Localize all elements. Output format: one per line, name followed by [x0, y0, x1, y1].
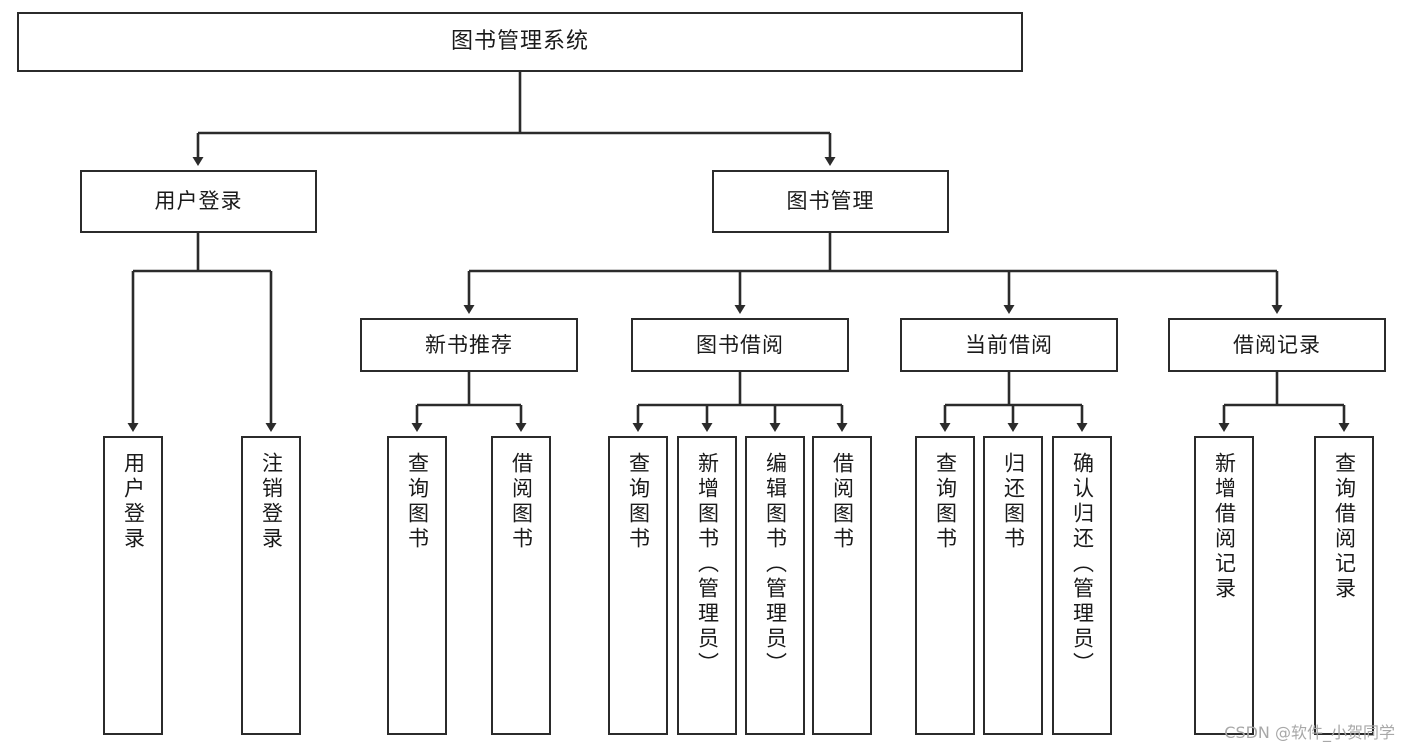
node-new-book-recommend-label: 新书推荐: [425, 332, 513, 357]
node-leaf-edit-book-admin[interactable]: 编辑图书（管理员）: [745, 436, 805, 735]
node-root-system-label: 图书管理系统: [450, 29, 589, 55]
node-leaf-query-book-1-label: 查询图书: [405, 452, 430, 552]
node-leaf-confirm-return-admin-label: 确认归还（管理员）: [1070, 452, 1095, 677]
node-current-borrow-label: 当前借阅: [965, 332, 1053, 357]
node-user-login[interactable]: 用户登录: [80, 170, 317, 233]
node-leaf-query-book-1[interactable]: 查询图书: [387, 436, 447, 735]
node-leaf-edit-book-admin-label: 编辑图书（管理员）: [763, 452, 788, 677]
watermark-text: CSDN @软件_小贺同学: [1224, 723, 1395, 742]
node-leaf-return-book-label: 归还图书: [1001, 452, 1026, 552]
node-leaf-query-book-2-label: 查询图书: [626, 452, 651, 552]
node-leaf-logout-login-label: 注销登录: [259, 452, 284, 552]
node-leaf-query-book-3[interactable]: 查询图书: [915, 436, 975, 735]
node-leaf-add-borrow-record[interactable]: 新增借阅记录: [1194, 436, 1254, 735]
node-leaf-query-book-2[interactable]: 查询图书: [608, 436, 668, 735]
node-leaf-query-borrow-record-label: 查询借阅记录: [1332, 452, 1357, 602]
node-book-borrow-label: 图书借阅: [696, 332, 784, 357]
node-leaf-user-login[interactable]: 用户登录: [103, 436, 163, 735]
node-leaf-return-book[interactable]: 归还图书: [983, 436, 1043, 735]
node-book-management[interactable]: 图书管理: [712, 170, 949, 233]
node-leaf-query-borrow-record[interactable]: 查询借阅记录: [1314, 436, 1374, 735]
node-leaf-borrow-book-1-label: 借阅图书: [509, 452, 534, 552]
node-leaf-confirm-return-admin[interactable]: 确认归还（管理员）: [1052, 436, 1112, 735]
node-new-book-recommend[interactable]: 新书推荐: [360, 318, 578, 372]
node-current-borrow[interactable]: 当前借阅: [900, 318, 1118, 372]
node-book-borrow[interactable]: 图书借阅: [631, 318, 849, 372]
node-book-management-label: 图书管理: [786, 189, 875, 214]
node-user-login-label: 用户登录: [154, 189, 243, 214]
node-leaf-query-book-3-label: 查询图书: [933, 452, 958, 552]
node-leaf-borrow-book-1[interactable]: 借阅图书: [491, 436, 551, 735]
node-borrow-record[interactable]: 借阅记录: [1168, 318, 1386, 372]
node-leaf-user-login-label: 用户登录: [121, 452, 146, 552]
node-leaf-borrow-book-2[interactable]: 借阅图书: [812, 436, 872, 735]
node-leaf-logout-login[interactable]: 注销登录: [241, 436, 301, 735]
node-leaf-add-borrow-record-label: 新增借阅记录: [1212, 452, 1237, 602]
node-borrow-record-label: 借阅记录: [1233, 332, 1321, 357]
node-leaf-borrow-book-2-label: 借阅图书: [830, 452, 855, 552]
node-leaf-add-book-admin-label: 新增图书（管理员）: [695, 452, 720, 677]
node-root-system[interactable]: 图书管理系统: [17, 12, 1023, 72]
node-leaf-add-book-admin[interactable]: 新增图书（管理员）: [677, 436, 737, 735]
